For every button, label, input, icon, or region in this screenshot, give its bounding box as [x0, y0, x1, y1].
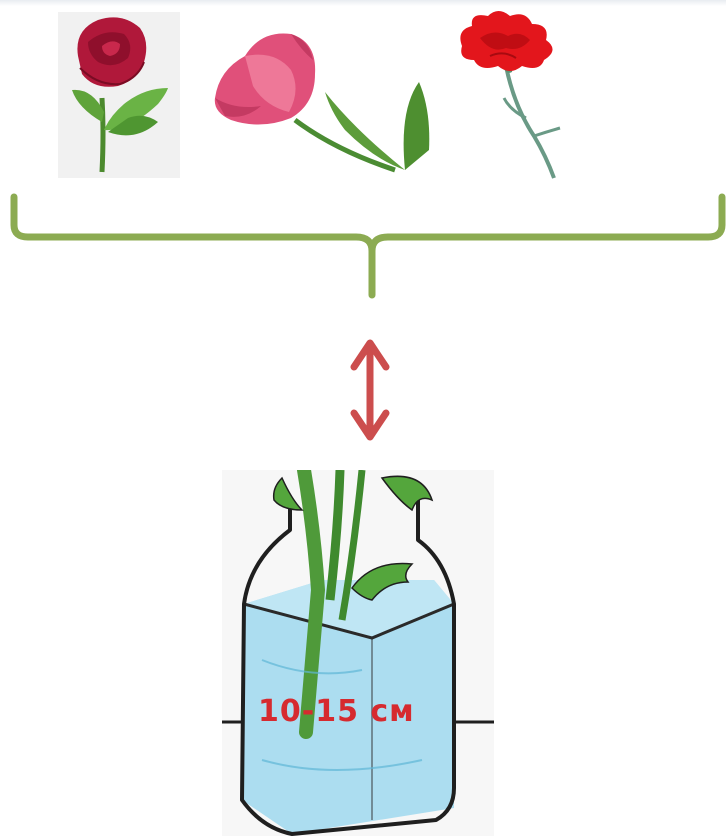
top-edge — [0, 0, 726, 6]
brace-line — [14, 197, 722, 295]
tulip-image — [205, 20, 445, 180]
grouping-brace — [0, 185, 726, 305]
double-arrow-icon — [340, 335, 400, 445]
rose-image — [58, 12, 180, 178]
vase-illustration — [222, 470, 494, 836]
water-depth-label: 10-15 см — [258, 694, 415, 729]
carnation-image — [450, 6, 580, 182]
